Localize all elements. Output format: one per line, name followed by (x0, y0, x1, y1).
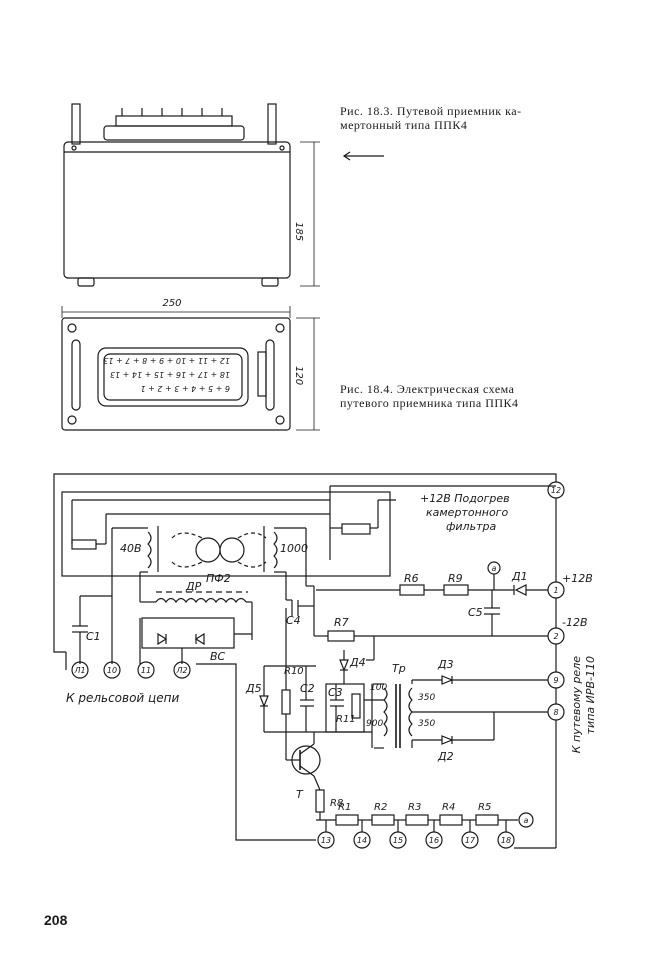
terminal-l1-label: Л1 (73, 666, 85, 675)
page-number: 208 (44, 912, 68, 928)
terminal-a-label: а (524, 816, 529, 825)
device-side-view (63, 103, 384, 287)
r2-label: R2 (374, 802, 387, 813)
r9-label: R9 (448, 572, 463, 585)
r5-label: R5 (478, 802, 491, 813)
relay-note-line: К путевому реле (570, 656, 583, 753)
terminal-block-row: 12 + 11 + 10 + 9 + 8 + 7 + 13 (103, 356, 230, 365)
terminal-8-label: 8 (553, 708, 558, 717)
r3-label: R3 (408, 802, 421, 813)
device-top-view (61, 306, 320, 431)
d3-label: Д3 (437, 658, 454, 671)
c5-label: С5 (468, 606, 483, 619)
terminal-13-label: 13 (321, 836, 331, 845)
terminal-block-row: 18 + 17 + 16 + 15 + 14 + 13 (110, 370, 230, 379)
tr-350a-label: 350 (418, 693, 435, 703)
d5-label: Д5 (245, 682, 262, 695)
tr-100-label: 100 (370, 683, 387, 693)
caption-line: путевого приемника типа ППК4 (340, 396, 519, 410)
terminal-18-label: 18 (501, 836, 511, 845)
heater-note-line: камертонного (426, 506, 508, 519)
terminal-12-label: 12 (551, 486, 561, 495)
terminal-2-label: 2 (553, 632, 558, 641)
terminal-11-label: 11 (141, 666, 151, 675)
d1-label: Д1 (511, 570, 528, 583)
dimension-height: 185 (293, 222, 304, 241)
r10-label: R10 (284, 666, 304, 677)
terminal-15-label: 15 (393, 836, 403, 845)
schematic-labels: +12В Подогрев камертонного фильтра К рел… (66, 486, 597, 845)
terminal-a-label: а (492, 564, 497, 573)
schematic-terminals (71, 481, 565, 849)
tr-label: Тр (392, 662, 406, 675)
rail-note: К рельсовой цепи (66, 691, 179, 705)
caption-line: Рис. 18.4. Электрическая схема (340, 382, 515, 396)
c3-label: С3 (328, 686, 343, 699)
d4-label: Д4 (349, 656, 366, 669)
terminal-9-label: 9 (553, 676, 558, 685)
dr-label: ДР (185, 580, 202, 593)
terminal-1-label: 1 (553, 586, 558, 595)
tr-900-label: 900 (366, 719, 383, 729)
caption-line: Рис. 18.3. Путевой приемник ка- (340, 104, 522, 118)
heater-note-line: +12В Подогрев (420, 492, 510, 505)
tr-350b-label: 350 (418, 719, 435, 729)
figure-18-3-caption: Рис. 18.3. Путевой приемник ка- мертонны… (340, 104, 580, 132)
r6-label: R6 (404, 572, 419, 585)
terminal-block-labels: 12 + 11 + 10 + 9 + 8 + 7 + 13 18 + 17 + 1… (103, 356, 230, 393)
terminal-16-label: 16 (429, 836, 439, 845)
vs-label: ВС (210, 650, 226, 663)
heater-note-line: фильтра (446, 520, 496, 533)
figure-18-4-caption: Рис. 18.4. Электрическая схема путевого … (340, 382, 580, 410)
dimension-depth: 120 (293, 366, 304, 385)
relay-note-line: типа ИРВ-110 (584, 656, 597, 734)
dimension-width: 250 (162, 298, 181, 309)
t-label: Т (296, 788, 304, 801)
terminal-14-label: 14 (357, 836, 367, 845)
r11-label: R11 (336, 714, 356, 725)
r1-label: R1 (338, 802, 351, 813)
pf2-label: ПФ2 (206, 572, 231, 585)
caption-line: мертонный типа ППК4 (340, 118, 468, 132)
terminal-17-label: 17 (465, 836, 476, 845)
c1-label: С1 (86, 630, 101, 643)
terminal-l2-label: Л2 (175, 666, 187, 675)
schematic-wiring (53, 473, 557, 849)
terminal-block-row: 6 + 5 + 4 + 3 + 2 + 1 (141, 384, 230, 393)
coil-right-label: 1000 (280, 542, 308, 555)
d2-label: Д2 (437, 750, 454, 763)
r4-label: R4 (442, 802, 455, 813)
terminal-10-label: 10 (107, 666, 117, 675)
coil-left-label: 40В (120, 542, 142, 555)
r8-label: R8 (330, 798, 343, 809)
plus12-label: +12В (562, 572, 593, 585)
r7-label: R7 (334, 616, 349, 629)
c4-label: С4 (286, 614, 301, 627)
c2-label: С2 (300, 682, 315, 695)
minus12-label: -12В (562, 616, 588, 629)
